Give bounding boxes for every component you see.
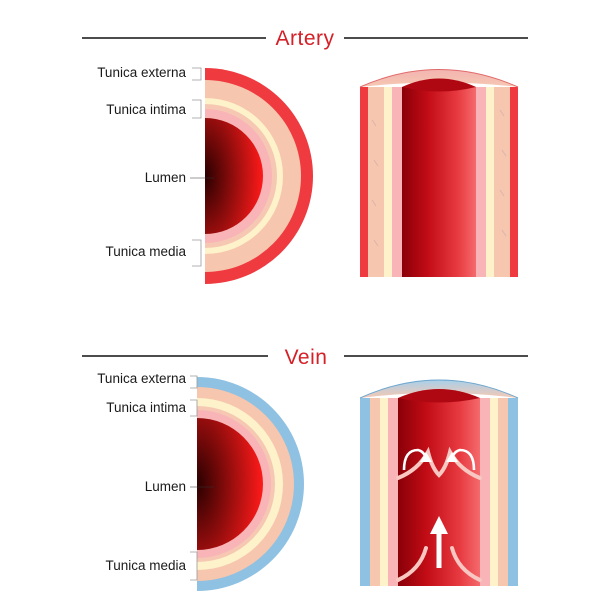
vein-bracket-externa bbox=[190, 375, 198, 389]
vein-wall-intima-left bbox=[388, 398, 398, 586]
vein-section: Vein Tunica externa Tunica intima Lumen … bbox=[82, 346, 528, 591]
artery-top-edge bbox=[359, 69, 519, 88]
vein-bracket-intima bbox=[190, 399, 198, 417]
vein-wall-pale-right bbox=[490, 398, 498, 586]
artery-bracket-externa bbox=[192, 67, 202, 81]
artery-title: Artery bbox=[275, 27, 334, 50]
artery-label-tunica-intima: Tunica intima bbox=[106, 102, 186, 117]
artery-wall-pale-right bbox=[486, 87, 494, 277]
vein-wall-pale-left bbox=[380, 398, 388, 586]
vein-top-edge bbox=[359, 379, 519, 399]
artery-label-tunica-media: Tunica media bbox=[105, 244, 186, 259]
artery-wall-intima-right bbox=[476, 87, 486, 277]
vein-wall-intima-right bbox=[480, 398, 490, 586]
artery-blood-column bbox=[402, 87, 476, 277]
vein-label-tunica-externa: Tunica externa bbox=[97, 371, 186, 386]
vein-label-tunica-intima: Tunica intima bbox=[106, 400, 186, 415]
artery-wall-intima-left bbox=[392, 87, 402, 277]
artery-top-opening bbox=[402, 78, 476, 92]
vein-title: Vein bbox=[285, 346, 328, 369]
artery-bracket-media bbox=[192, 239, 202, 267]
vein-label-lumen: Lumen bbox=[145, 479, 186, 494]
flow-arrow-icon bbox=[430, 516, 448, 568]
artery-bracket-intima bbox=[192, 99, 202, 119]
artery-fiber-marks bbox=[371, 109, 507, 247]
vein-bracket-media bbox=[190, 551, 198, 581]
artery-wall-pale-left bbox=[384, 87, 392, 277]
vein-valve-lower-right bbox=[450, 546, 482, 582]
artery-longitudinal-view bbox=[359, 69, 519, 277]
vein-label-tunica-media: Tunica media bbox=[105, 558, 186, 573]
vein-valve-lower-left bbox=[396, 546, 428, 582]
curved-flow-arrow-icon bbox=[402, 448, 476, 471]
artery-label-tunica-externa: Tunica externa bbox=[97, 65, 186, 80]
vein-cross-section bbox=[197, 377, 304, 591]
artery-label-lumen: Lumen bbox=[145, 170, 186, 185]
artery-cross-section bbox=[205, 68, 313, 284]
artery-lumen bbox=[205, 118, 263, 234]
vein-top-opening bbox=[398, 389, 480, 403]
vein-longitudinal-view bbox=[359, 379, 519, 586]
vein-lumen bbox=[197, 418, 263, 550]
artery-section: Artery Tunica externa Tunica intima Lume… bbox=[82, 27, 528, 284]
